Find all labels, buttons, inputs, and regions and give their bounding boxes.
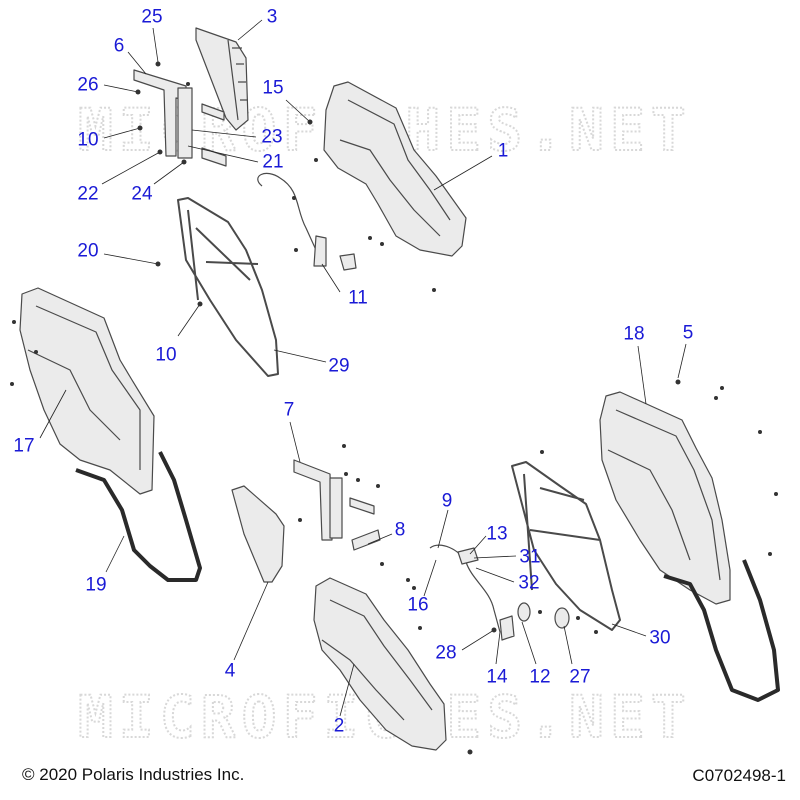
leader-3 xyxy=(237,19,263,41)
part-1-inner-detail xyxy=(339,99,451,237)
part-8-plate-upper xyxy=(349,497,375,515)
callout-16: 16 xyxy=(407,594,429,616)
leader-25 xyxy=(152,27,159,63)
callout-28: 28 xyxy=(435,642,457,664)
leader-2 xyxy=(339,663,355,717)
callout-3: 3 xyxy=(266,6,278,28)
callout-2: 2 xyxy=(333,715,345,737)
leader-19 xyxy=(105,535,125,573)
callout-21: 21 xyxy=(262,151,284,173)
callout-22: 22 xyxy=(77,183,99,205)
callout-19: 19 xyxy=(85,574,107,596)
part-13-latch xyxy=(457,547,479,565)
part-23-plate xyxy=(201,103,225,121)
leader-18 xyxy=(637,345,647,405)
leader-9 xyxy=(437,509,449,549)
leader-16 xyxy=(423,559,437,597)
leader-21 xyxy=(187,145,259,163)
callout-6: 6 xyxy=(113,35,125,57)
part-1-door-panel xyxy=(323,81,467,257)
leader-30 xyxy=(611,623,647,637)
leader-13 xyxy=(469,535,487,555)
callout-9: 9 xyxy=(441,490,453,512)
part-30-seal xyxy=(663,559,780,702)
callout-8: 8 xyxy=(394,519,406,541)
leader-12 xyxy=(521,621,537,665)
callout-23: 23 xyxy=(261,126,283,148)
hardware-fasteners xyxy=(10,61,778,755)
part-17-inner-detail xyxy=(27,305,141,470)
part-7-plate xyxy=(329,477,343,539)
part-14-washer xyxy=(517,602,531,622)
part-11-handle xyxy=(339,253,357,271)
callout-5: 5 xyxy=(682,322,694,344)
part-11-latch xyxy=(313,235,327,267)
leader-28 xyxy=(461,629,495,651)
callout-17: 17 xyxy=(13,435,35,457)
part-3-edge xyxy=(227,39,248,121)
leader-11 xyxy=(321,263,341,293)
leader-7 xyxy=(289,421,301,463)
callout-10-lower: 10 xyxy=(155,344,177,366)
callout-18: 18 xyxy=(623,323,645,345)
callout-11: 11 xyxy=(348,287,368,309)
callout-27: 27 xyxy=(569,666,591,688)
part-11-latch-cable xyxy=(257,172,323,263)
callout-24: 24 xyxy=(131,183,153,205)
leader-20 xyxy=(103,253,159,265)
leader-22 xyxy=(101,151,161,185)
leader-4 xyxy=(233,581,269,661)
part-7-hinge-bracket xyxy=(293,459,333,541)
part-6-plate xyxy=(177,87,193,159)
part-2-door-panel xyxy=(313,577,447,751)
part-30-door-frame xyxy=(511,461,621,631)
callout-14: 14 xyxy=(486,666,508,688)
callout-10-upper: 10 xyxy=(77,129,99,151)
part-18-inner-detail xyxy=(607,409,721,581)
copyright-notice: © 2020 Polaris Industries Inc. xyxy=(22,765,245,784)
callout-7: 7 xyxy=(283,399,295,421)
callout-13: 13 xyxy=(486,523,508,545)
part-12-latch xyxy=(499,615,515,641)
leader-23 xyxy=(191,129,257,138)
leader-24 xyxy=(153,161,185,185)
part-8-plate xyxy=(351,529,381,551)
part-19-seal xyxy=(75,451,202,582)
leader-15 xyxy=(285,99,311,123)
leader-5 xyxy=(677,343,687,379)
leader-32 xyxy=(475,567,515,583)
callout-26: 26 xyxy=(77,74,99,96)
part-17-left-panel xyxy=(19,287,155,495)
leader-29 xyxy=(273,349,327,363)
callout-31: 31 xyxy=(519,546,541,568)
leader-1 xyxy=(433,155,493,191)
leader-31 xyxy=(473,555,517,559)
part-4-lower-panel xyxy=(231,485,285,583)
leader-27 xyxy=(563,625,573,665)
part-29-door-frame xyxy=(177,197,279,377)
leader-14 xyxy=(495,631,501,665)
part-21-plate xyxy=(201,147,227,167)
leader-6 xyxy=(127,51,147,75)
leader-17 xyxy=(39,389,67,439)
callout-30: 30 xyxy=(649,627,671,649)
leader-10b xyxy=(177,303,201,337)
callout-12: 12 xyxy=(529,666,551,688)
leader-8 xyxy=(367,533,393,545)
callout-4: 4 xyxy=(224,660,236,682)
callout-1: 1 xyxy=(497,140,509,162)
leader-10a xyxy=(103,127,141,139)
part-27-handle xyxy=(554,607,570,629)
callout-32: 32 xyxy=(518,572,540,594)
callout-20: 20 xyxy=(77,240,99,262)
part-2-inner-detail xyxy=(321,599,433,721)
callout-15: 15 xyxy=(262,77,284,99)
callout-29: 29 xyxy=(328,355,350,377)
part-3-upper-panel xyxy=(195,27,249,131)
drawing-number: C0702498-1 xyxy=(692,766,786,785)
callout-25: 25 xyxy=(141,6,163,28)
leader-26 xyxy=(103,84,139,93)
